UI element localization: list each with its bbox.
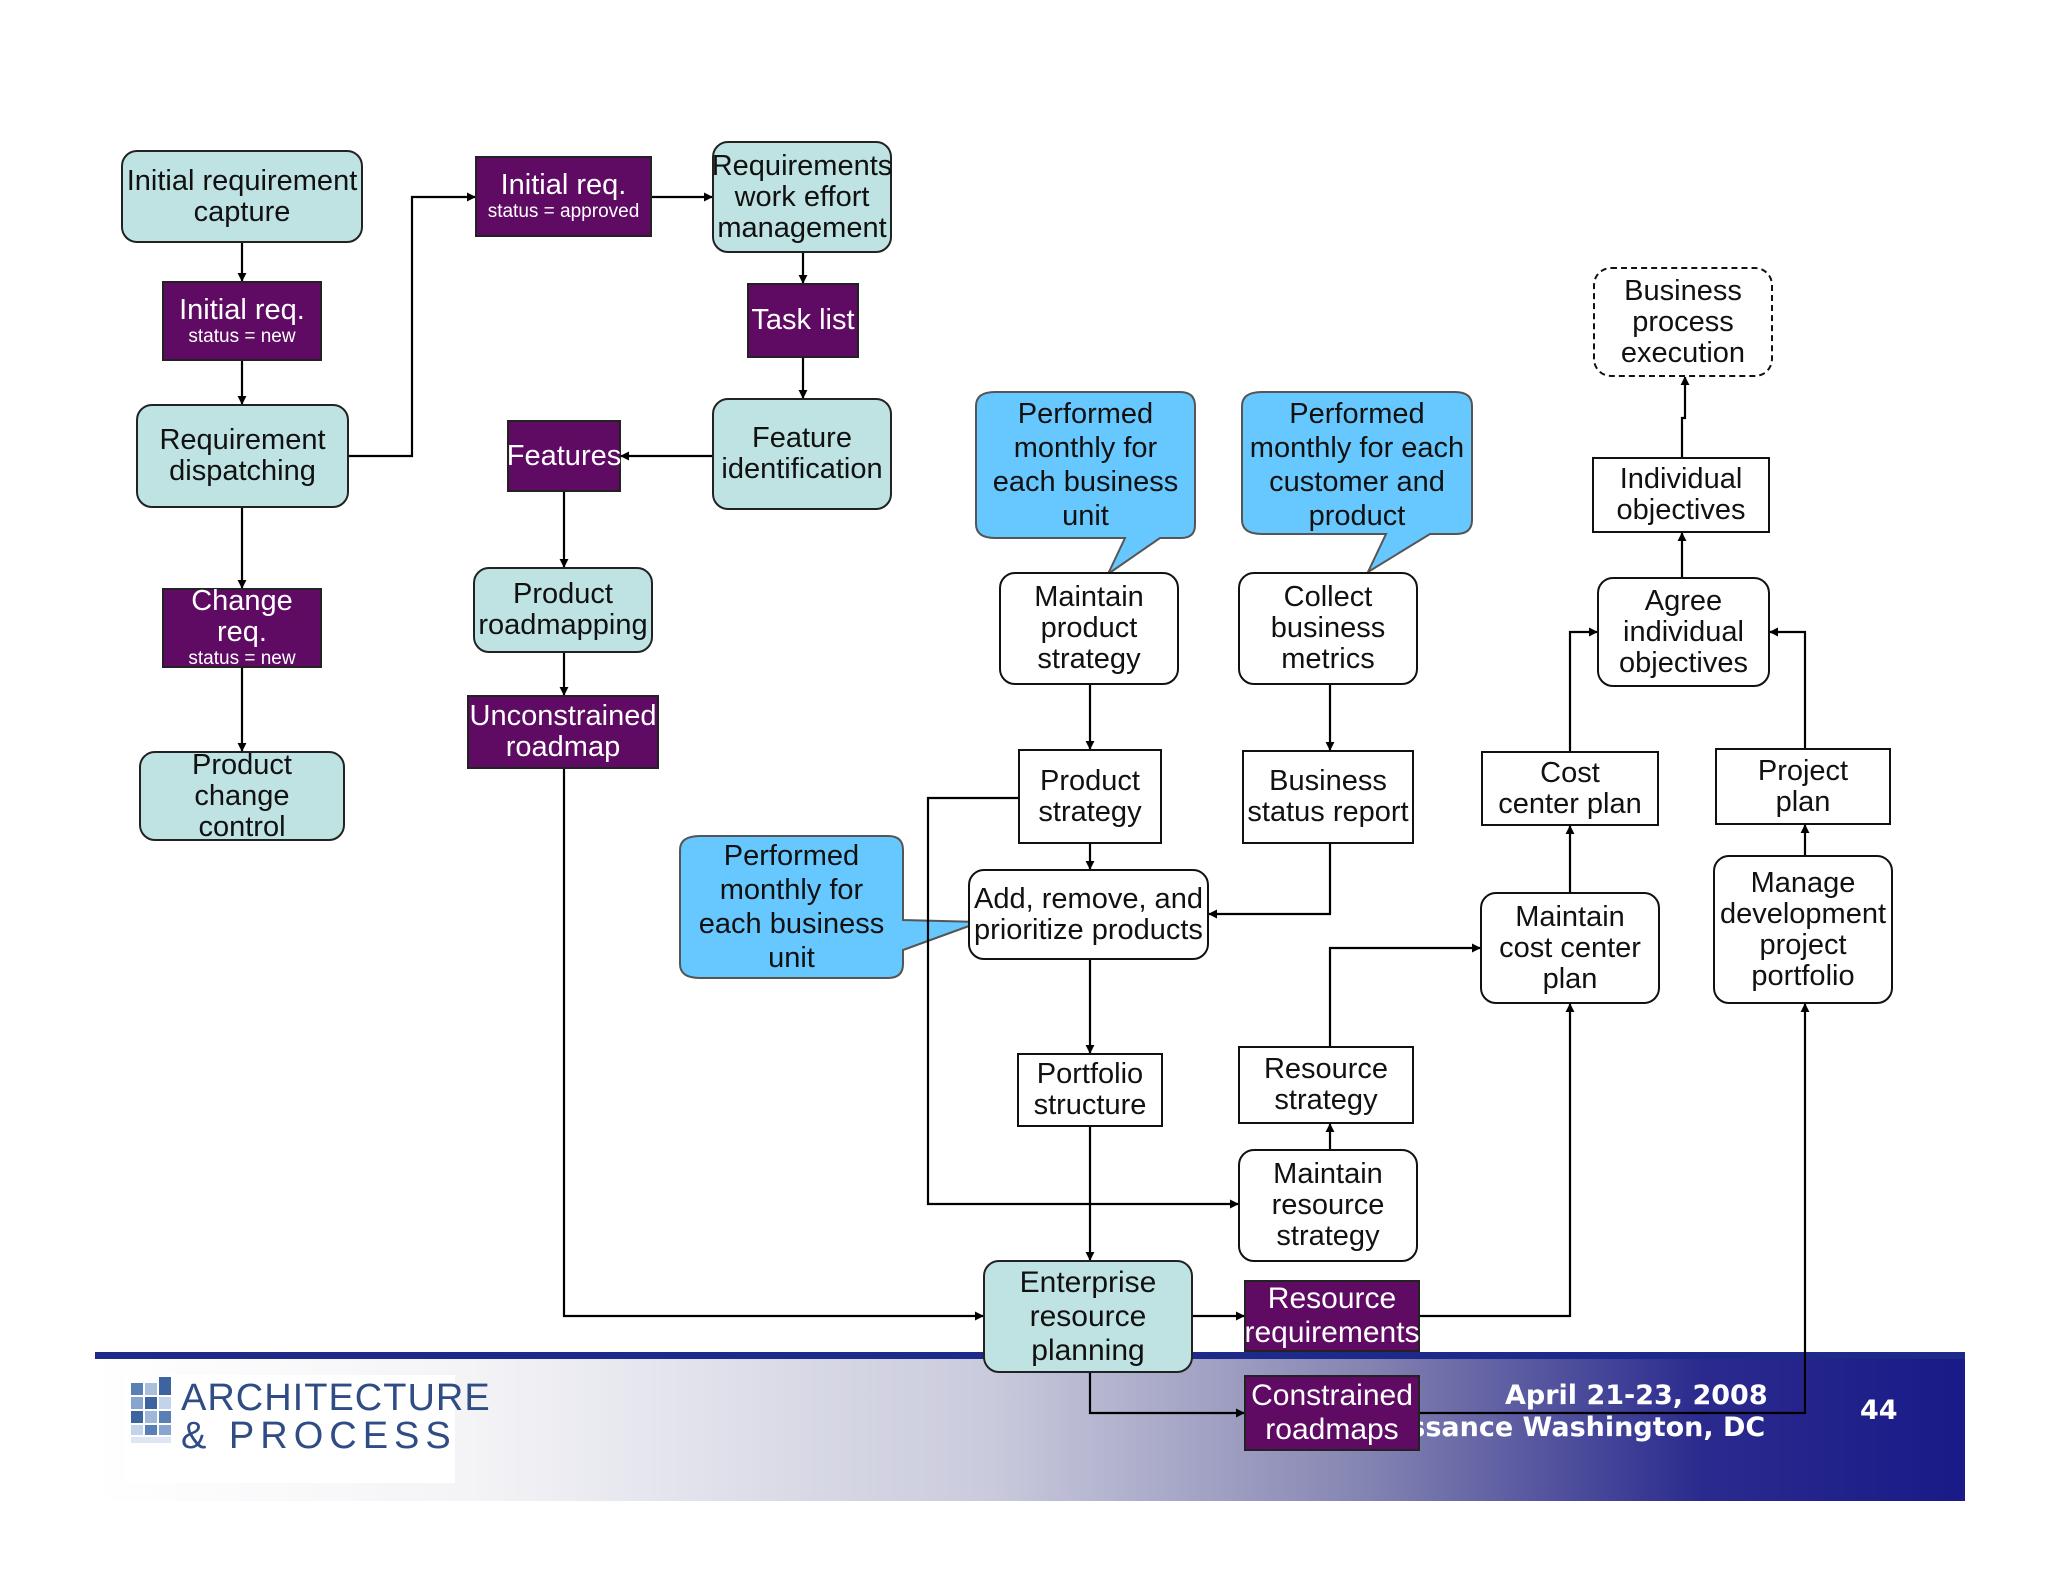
features-node[interactable]: Features — [507, 420, 621, 492]
portfolio-structure-node[interactable]: Portfolio structure — [1017, 1053, 1163, 1127]
change-req-new-title: Change req. — [191, 585, 293, 648]
logo-line-1: ARCHITECTURE — [181, 1377, 491, 1419]
business-process-execution-node[interactable]: Business process execution — [1593, 267, 1773, 377]
maintain-cost-center-plan-node[interactable]: Maintain cost center plan — [1480, 892, 1660, 1004]
logo: ARCHITECTURE & PROCESS — [125, 1375, 490, 1483]
maintain-resource-strategy-node[interactable]: Maintain resource strategy — [1238, 1149, 1418, 1262]
collect-business-metrics-node[interactable]: Collect business metrics — [1238, 572, 1418, 685]
resource-strategy-node[interactable]: Resource strategy — [1238, 1046, 1414, 1124]
initial-requirement-capture-node[interactable]: Initial requirement capture — [121, 150, 363, 243]
initial-req-new-node[interactable]: Initial req. status = new — [162, 281, 322, 361]
feature-identification-node[interactable]: Feature identification — [712, 398, 892, 510]
initial-req-new-status: status = new — [188, 325, 296, 347]
footer-date: April 21-23, 2008 — [1505, 1380, 1768, 1411]
constrained-roadmaps-node[interactable]: Constrained roadmaps — [1244, 1375, 1420, 1451]
product-change-control-node[interactable]: Product change control — [139, 749, 345, 842]
business-status-report-node[interactable]: Business status report — [1242, 750, 1414, 844]
resource-requirements-node[interactable]: Resource requirements — [1244, 1280, 1420, 1352]
change-req-new-node[interactable]: Change req. status = new — [162, 585, 322, 669]
product-strategy-node[interactable]: Product strategy — [1018, 749, 1162, 844]
callout-text-3: Performed monthly for each business unit — [698, 840, 885, 974]
requirement-dispatching-node[interactable]: Requirement dispatching — [136, 404, 349, 508]
project-plan-node[interactable]: Project plan — [1715, 748, 1891, 825]
page-number: 44 — [1860, 1395, 1898, 1426]
change-req-new-status: status = new — [188, 648, 296, 669]
task-list-node[interactable]: Task list — [747, 283, 859, 358]
initial-req-approved-node[interactable]: Initial req. status = approved — [475, 156, 652, 237]
initial-req-approved-status: status = approved — [487, 201, 640, 222]
product-roadmapping-node[interactable]: Product roadmapping — [473, 567, 653, 653]
cost-center-plan-node[interactable]: Cost center plan — [1481, 751, 1659, 826]
callout-bubble-1 — [975, 391, 1196, 577]
maintain-product-strategy-node[interactable]: Maintain product strategy — [999, 572, 1179, 685]
callout-text-1: Performed monthly for each business unit — [992, 398, 1179, 532]
enterprise-resource-planning-node[interactable]: Enterprise resource planning — [983, 1260, 1193, 1373]
callout-bubble-3 — [679, 835, 981, 979]
unconstrained-roadmap-node[interactable]: Unconstrained roadmap — [467, 695, 659, 769]
logo-mosaic-icon — [131, 1377, 171, 1443]
initial-req-approved-title: Initial req. — [500, 169, 627, 201]
initial-req-new-title: Initial req. — [179, 293, 305, 326]
callout-bubble-2 — [1241, 391, 1473, 575]
manage-development-portfolio-node[interactable]: Manage development project portfolio — [1713, 855, 1893, 1004]
agree-individual-objectives-node[interactable]: Agree individual objectives — [1597, 577, 1770, 687]
individual-objectives-node[interactable]: Individual objectives — [1592, 457, 1770, 533]
footer-venue: issance Washington, DC — [1400, 1412, 1766, 1443]
callout-text-2: Performed monthly for each customer and … — [1249, 398, 1465, 532]
requirements-work-effort-node[interactable]: Requirements work effort management — [712, 141, 892, 253]
add-remove-prioritize-node[interactable]: Add, remove, and prioritize products — [968, 869, 1209, 960]
logo-line-2: & PROCESS — [181, 1415, 457, 1457]
